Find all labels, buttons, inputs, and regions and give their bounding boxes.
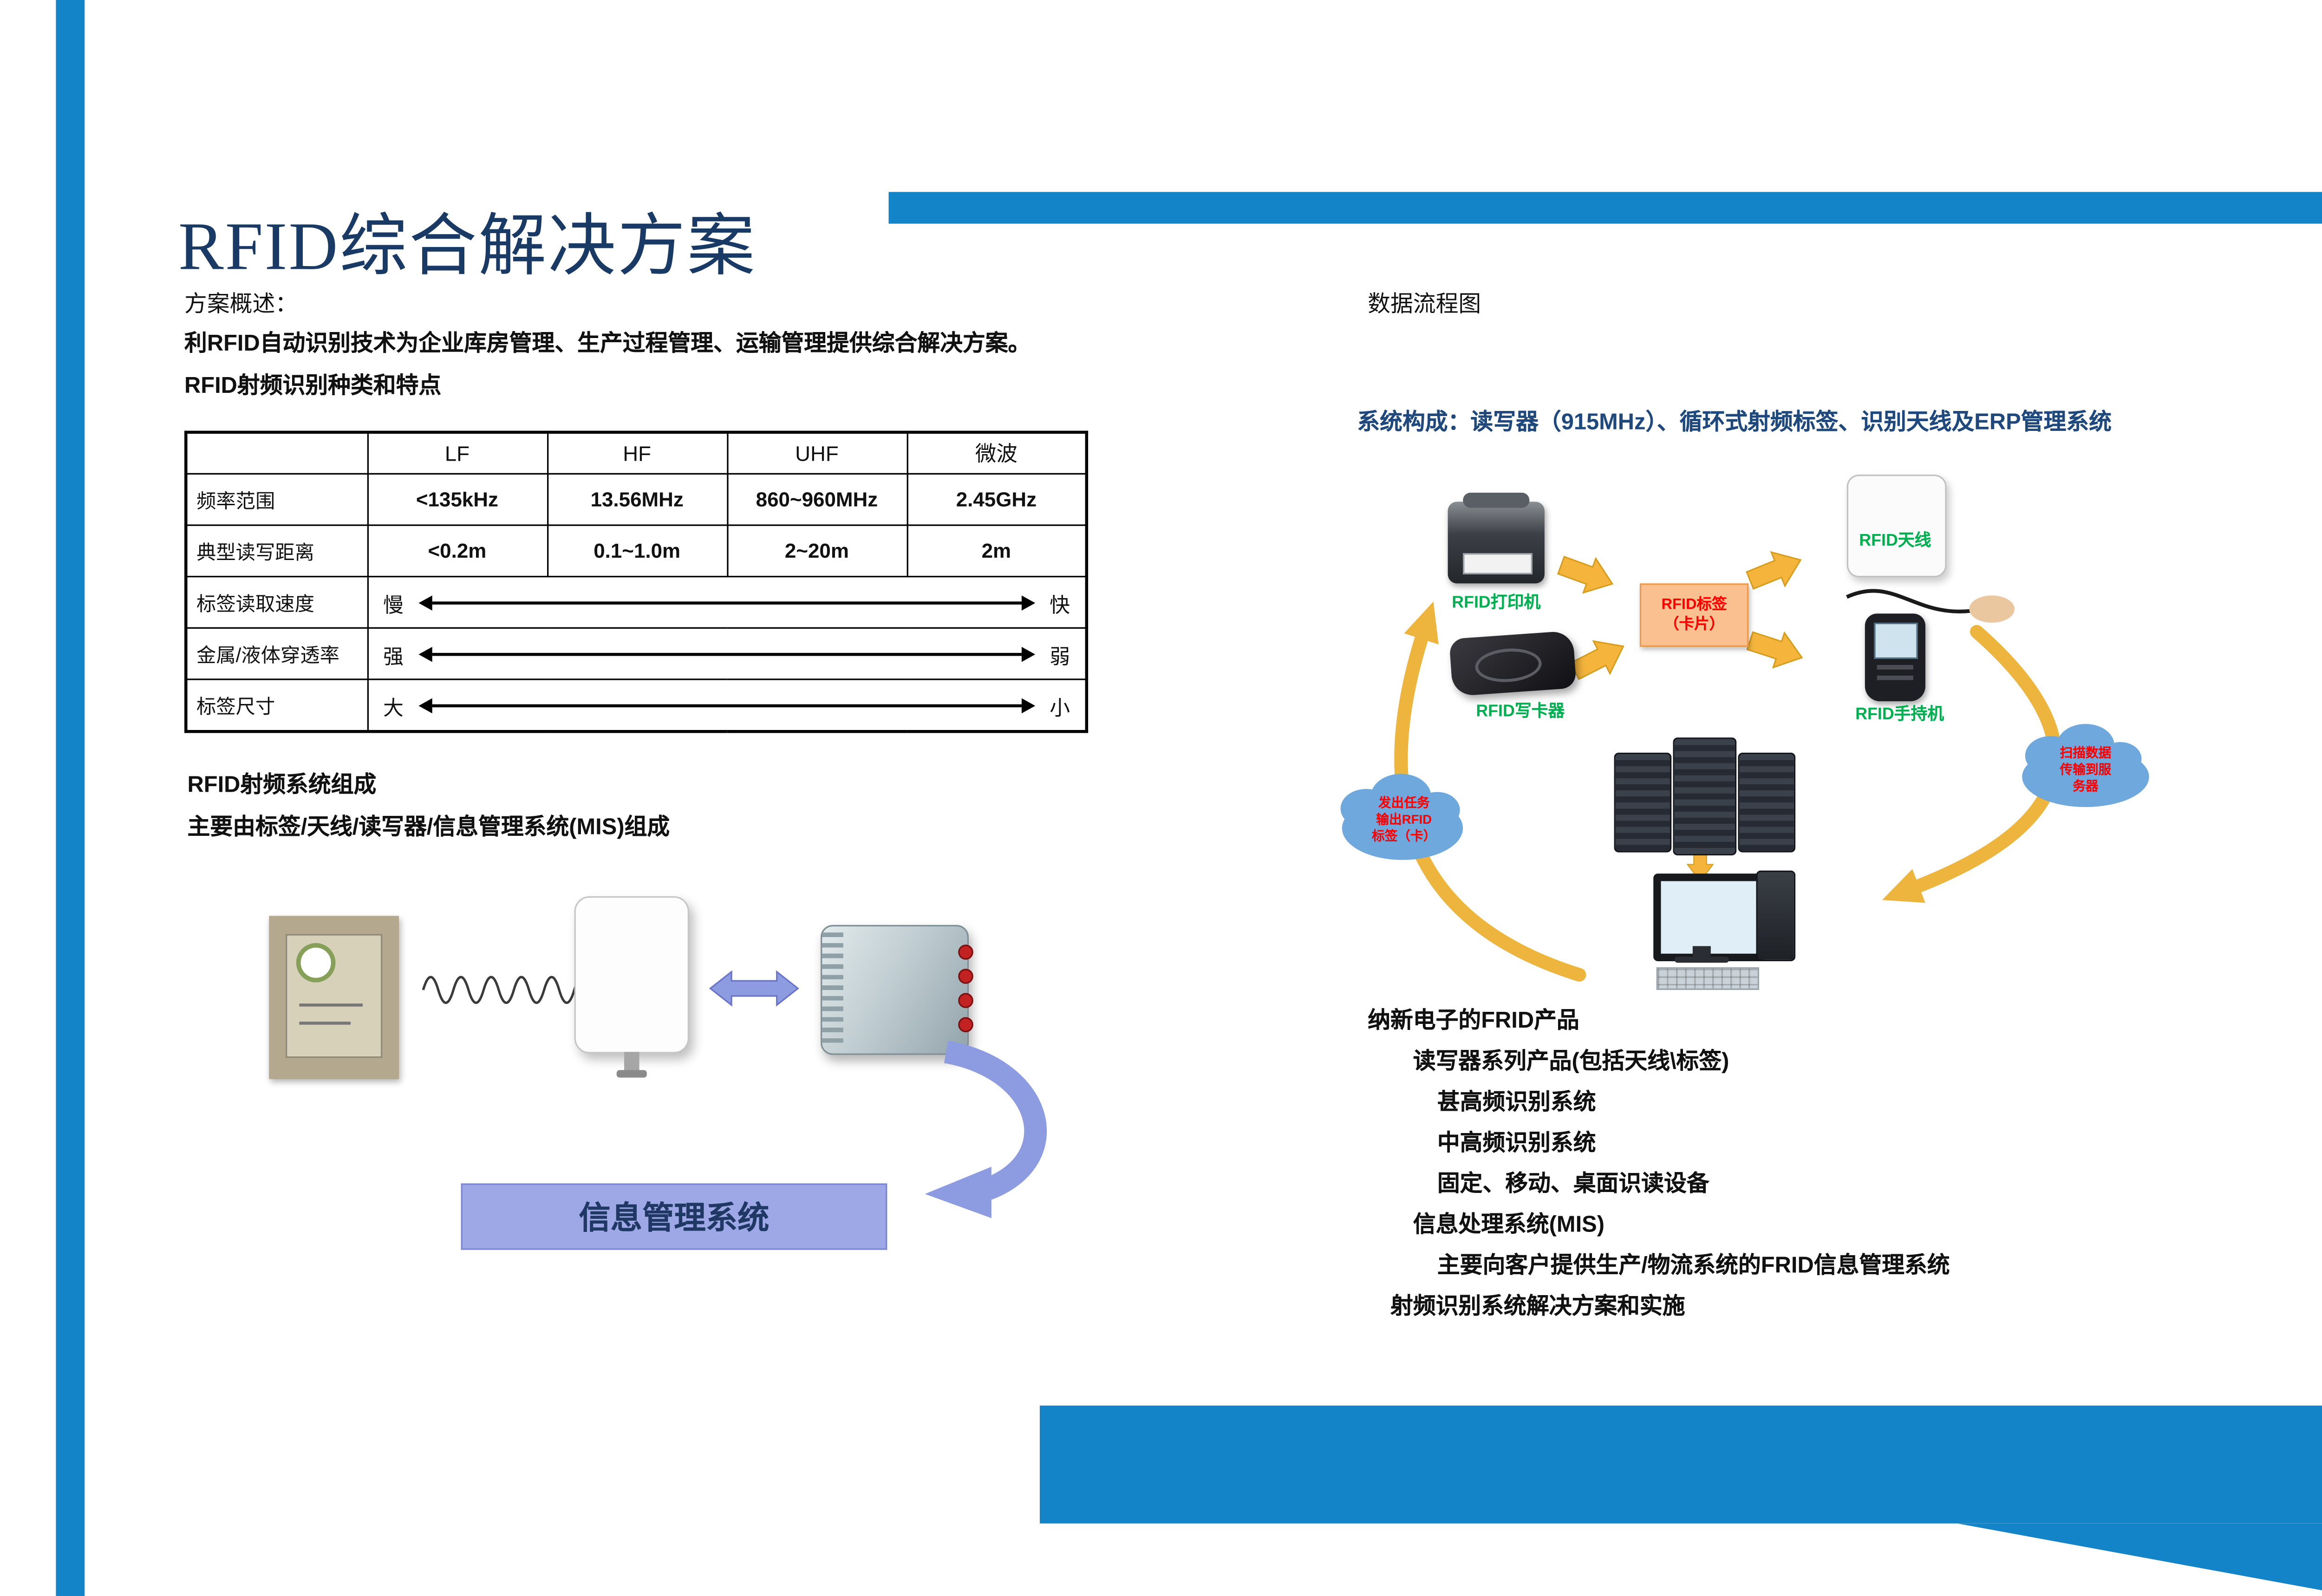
range-cell: 大 小	[366, 678, 1088, 732]
table-row: 标签读取速度 慢 快	[185, 576, 1088, 629]
double-arrow	[418, 594, 1035, 610]
antenna-cable	[1846, 589, 1983, 613]
rfid-tag-photo	[269, 916, 399, 1079]
mis-box-label: 信息管理系统	[579, 1200, 770, 1237]
table-row: 金属/液体穿透率 强 弱	[185, 627, 1088, 680]
server-tower	[1738, 752, 1796, 853]
cloud-left-text: 发出任务 输出RFID 标签（卡）	[1372, 795, 1436, 843]
row-label: 频率范围	[185, 473, 368, 526]
server-tower	[1673, 737, 1737, 856]
cloud-right-text: 扫描数据 传输到服 务器	[2060, 745, 2112, 793]
monitor	[1653, 873, 1766, 961]
range-max: 弱	[1050, 645, 1070, 667]
bottom-band	[1039, 1405, 2322, 1524]
tag-box-line1: RFID标签	[1661, 597, 1727, 614]
header-microwave: 微波	[906, 431, 1088, 475]
writer-label: RFID写卡器	[1476, 703, 1565, 721]
dataflow-title: 数据流程图	[1368, 292, 1481, 318]
arrow-writer-to-tag	[1569, 640, 1624, 680]
header-uhf: UHF	[726, 431, 908, 475]
system-composition-text: 主要由标签/天线/读写器/信息管理系统(MIS)组成	[187, 814, 670, 840]
row-label: 标签读取速度	[185, 576, 368, 629]
product-item: 纳新电子的FRID产品	[1368, 1008, 1579, 1034]
rfid-frequency-table: LF HF UHF 微波 频率范围 <135kHz 13.56MHz 860~9…	[184, 430, 1089, 733]
arrow-tag-to-antenna	[1746, 551, 1802, 590]
range-min: 慢	[383, 593, 404, 616]
range-min: 大	[383, 696, 404, 719]
cloud-right-shape	[2022, 724, 2149, 808]
product-item: 读写器系列产品(包括天线\标签)	[1413, 1049, 1729, 1075]
table-row: 标签尺寸 大 小	[185, 678, 1088, 732]
monitor-stand	[1692, 946, 1711, 957]
top-accent-bar	[888, 192, 2322, 224]
product-list: 纳新电子的FRID产品 读写器系列产品(包括天线\标签) 甚高频识别系统 中高频…	[1368, 1001, 1950, 1327]
table-header-row: LF HF UHF 微波	[185, 431, 1088, 475]
cell: 2m	[906, 524, 1088, 578]
pc-tower	[1756, 870, 1796, 961]
range-min: 强	[383, 645, 404, 667]
dataflow-arrows	[1340, 551, 2149, 982]
rfid-reader-device	[821, 925, 973, 1055]
rfid-handheld	[1865, 613, 1925, 702]
printer-label: RFID打印机	[1452, 594, 1541, 612]
link-double-arrow-icon	[709, 970, 799, 1007]
keyboard	[1656, 967, 1760, 990]
header-hf: HF	[546, 431, 728, 475]
rfid-antenna-panel	[1846, 474, 1947, 578]
system-structure-line: 系统构成：读写器（915MHz）、循环式射频标签、识别天线及ERP管理系统	[1357, 410, 2112, 436]
cell: 2~20m	[726, 524, 908, 578]
radio-wave-icon	[422, 976, 591, 1004]
range-cell: 慢 快	[366, 576, 1088, 629]
product-item: 射频识别系统解决方案和实施	[1390, 1294, 1685, 1320]
product-item: 主要向客户提供生产/物流系统的FRID信息管理系统	[1437, 1253, 1950, 1279]
rfid-printer	[1448, 493, 1545, 584]
range-max: 快	[1050, 593, 1070, 616]
overview-label: 方案概述：	[184, 292, 298, 318]
handheld-label: RFID手持机	[1855, 705, 1944, 724]
overview-text: 利RFID自动识别技术为企业库房管理、生产过程管理、运输管理提供综合解决方案。	[184, 331, 1031, 357]
table-row: 典型读写距离 <0.2m 0.1~1.0m 2~20m 2m	[185, 524, 1088, 578]
rfid-tag-box: RFID标签 （卡片）	[1639, 583, 1749, 647]
cell: <135kHz	[366, 473, 548, 526]
product-item: 中高频识别系统	[1437, 1130, 1596, 1156]
table-row: 频率范围 <135kHz 13.56MHz 860~960MHz 2.45GHz	[185, 473, 1088, 526]
cell: 0.1~1.0m	[546, 524, 728, 578]
product-item: 甚高频识别系统	[1437, 1089, 1596, 1115]
header-lf: LF	[366, 431, 548, 475]
cloud-left-shape	[1340, 774, 1463, 860]
row-label: 金属/液体穿透率	[185, 627, 368, 680]
row-label: 典型读写距离	[185, 524, 368, 578]
header-blank	[185, 431, 368, 475]
page-title: RFID综合解决方案	[178, 208, 757, 284]
mis-box: 信息管理系统	[461, 1183, 887, 1250]
table-caption: RFID射频识别种类和特点	[184, 373, 442, 399]
arrow-tag-to-handheld	[1746, 631, 1803, 669]
system-composition-title: RFID射频系统组成	[187, 772, 377, 798]
rfid-card-writer	[1449, 630, 1577, 697]
double-arrow	[418, 697, 1035, 713]
arrow-printer-to-tag	[1557, 555, 1614, 594]
curved-arrow-to-mis	[925, 1041, 1047, 1218]
double-arrow	[418, 646, 1035, 661]
cell: <0.2m	[366, 524, 548, 578]
server-tower	[1614, 752, 1672, 853]
cell: 13.56MHz	[546, 473, 728, 526]
monitor-base	[1674, 957, 1729, 963]
tag-logo-icon	[296, 943, 336, 983]
hand	[1969, 595, 2015, 623]
range-max: 小	[1050, 696, 1070, 719]
product-item: 信息处理系统(MIS)	[1413, 1212, 1605, 1238]
tag-box-line2: （卡片）	[1663, 616, 1725, 633]
cell: 860~960MHz	[726, 473, 908, 526]
antenna-panel	[574, 896, 689, 1078]
row-label: 标签尺寸	[185, 678, 368, 732]
bottom-band-slant	[1957, 1523, 2322, 1593]
product-item: 固定、移动、桌面识读设备	[1437, 1171, 1709, 1197]
range-cell: 强 弱	[366, 627, 1088, 680]
antenna-label: RFID天线	[1859, 532, 1931, 550]
left-accent-bar	[56, 0, 85, 1596]
cell: 2.45GHz	[906, 473, 1088, 526]
